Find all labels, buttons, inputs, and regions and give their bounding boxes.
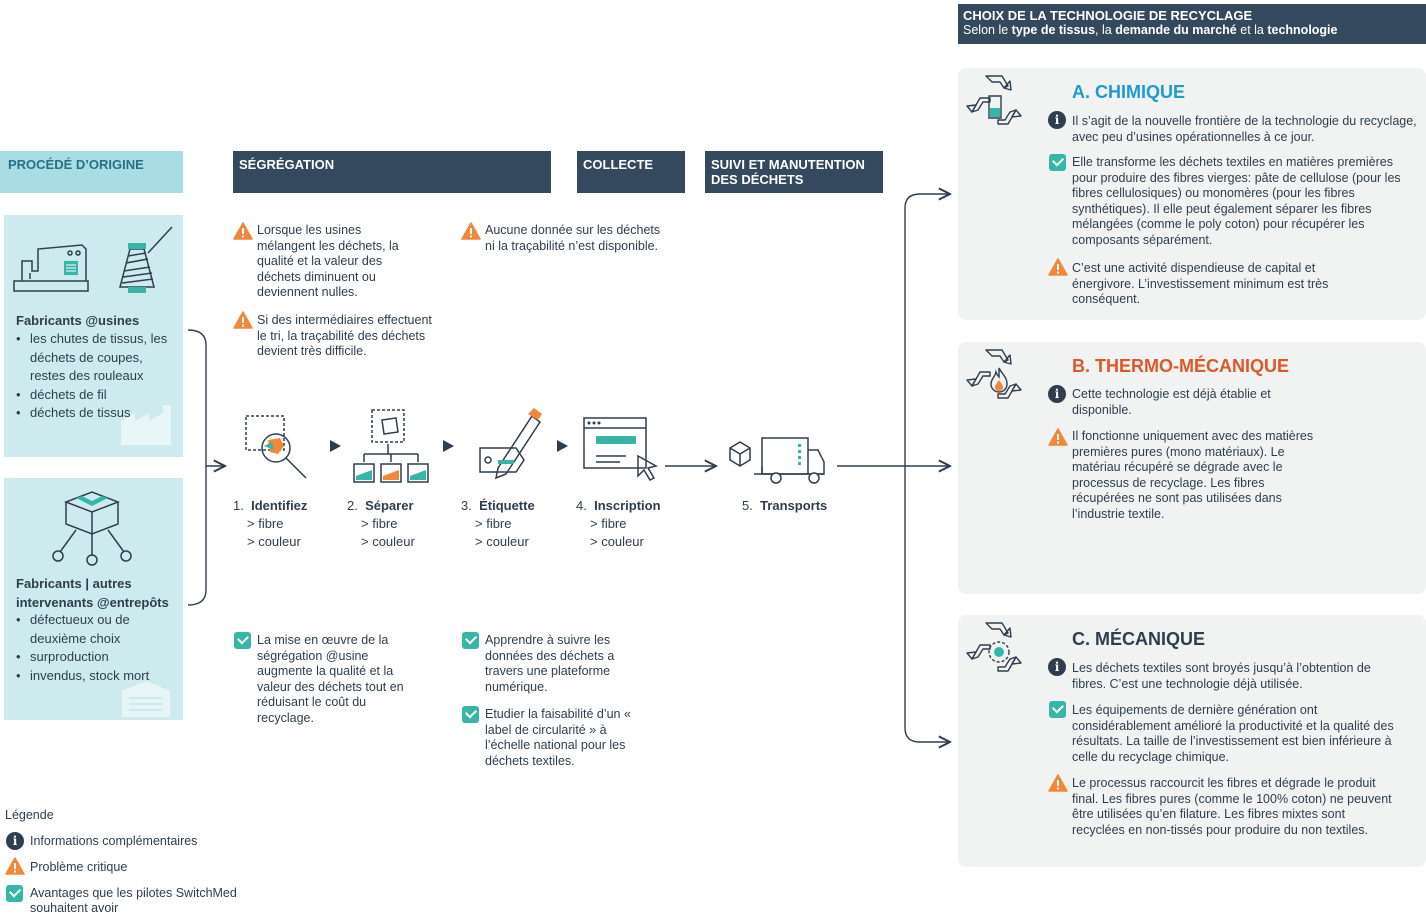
check-icon — [6, 885, 23, 902]
step-transport: 5. Transports — [742, 498, 828, 513]
collecte-benefit-2: Etudier la faisabilité d’un « label de c… — [485, 707, 631, 768]
warning-icon — [1048, 258, 1068, 276]
warning-icon — [233, 222, 253, 240]
collecte-header: COLLECTE — [577, 151, 685, 193]
magnifier-fabric-icon — [245, 415, 307, 479]
collecte-benefit-1: Apprendre à suivre les données des déche… — [485, 633, 615, 694]
chimique-warning: C’est une activité dispendieuse de capit… — [1072, 261, 1329, 306]
warehouse-watermark-icon — [120, 678, 172, 718]
segregation-warning-2: Si des intermédiaires effectuent le tri,… — [257, 313, 432, 358]
legend-benefit: Avantages que les pilotes SwitchMed souh… — [30, 886, 237, 915]
box-network-icon — [52, 491, 132, 566]
list-item: surproduction — [16, 648, 176, 667]
factory-list: les chutes de tissus, les déchets de cou… — [16, 330, 181, 423]
warning-icon — [233, 311, 253, 329]
step-register: 4. Inscription > fibre > couleur — [576, 498, 661, 549]
list-item: défectueux ou de deuxième choix — [16, 611, 176, 648]
choix-header: CHOIX DE LA TECHNOLOGIE DE RECYCLAGE Sel… — [958, 4, 1426, 44]
warehouse-list: défectueux ou de deuxième choix surprodu… — [16, 611, 176, 685]
list-item: invendus, stock mort — [16, 667, 176, 686]
warehouse-title: Fabricants | autres intervenants @entrep… — [16, 576, 169, 610]
tech-card-chimique: A. CHIMIQUE i Il s’agit de la nouvelle f… — [958, 68, 1426, 320]
mecanique-benefit: Les équipements de dernière génération o… — [1072, 703, 1394, 764]
step-separate: 2. Séparer > fibre > couleur — [347, 498, 415, 549]
segregation-warning-1: Lorsque les usines mélangent les déchets… — [257, 223, 399, 299]
segregation-benefit-1: La mise en œuvre de la ségrégation @usin… — [257, 633, 404, 725]
collecte-warning-1: Aucune donnée sur les déchets ni la traç… — [485, 223, 661, 253]
list-item: déchets de tissus — [16, 404, 181, 423]
info-icon: i — [1048, 658, 1066, 676]
flame-icon — [990, 367, 1008, 393]
flask-icon — [988, 95, 1002, 119]
choix-subtitle: Selon le type de tissus, la demande du m… — [963, 23, 1338, 37]
step-identify: 1. Identifiez > fibre > couleur — [233, 498, 308, 549]
factory-title: Fabricants @usines — [16, 313, 140, 328]
tech-title-thermo: B. THERMO-MÉCANIQUE — [1072, 356, 1289, 376]
warning-icon — [1048, 774, 1068, 792]
info-icon: i — [6, 832, 24, 850]
mecanique-warning: Le processus raccourcit les fibres et dé… — [1072, 776, 1392, 837]
info-icon: i — [1048, 111, 1066, 129]
sorting-icon — [353, 409, 429, 483]
list-item: déchets de fil — [16, 386, 181, 405]
check-icon — [462, 632, 479, 649]
warning-icon — [1048, 428, 1068, 446]
thermo-info: Cette technologie est déjà établie et di… — [1072, 387, 1271, 417]
legend-info: Informations complémentaires — [30, 834, 198, 848]
check-icon — [462, 706, 479, 723]
thermo-warning: Il fonctionne uniquement avec des matièr… — [1072, 429, 1314, 521]
suivi-header: SUIVI ET MANUTENTION DES DÉCHETS — [705, 151, 883, 193]
tech-title-chimique: A. CHIMIQUE — [1072, 82, 1186, 102]
chimique-info: Il s’agit de la nouvelle frontière de la… — [1072, 114, 1417, 144]
tech-title-mecanique: C. MÉCANIQUE — [1072, 629, 1206, 649]
tech-card-thermo: B. THERMO-MÉCANIQUE i Cette technologie … — [958, 342, 1426, 594]
origin-header: PROCÉDÉ D’ORIGINE — [0, 151, 183, 193]
label-pen-icon — [479, 408, 542, 480]
warning-icon — [461, 222, 481, 240]
delivery-truck-icon — [729, 437, 825, 484]
chimique-benefit: Elle transforme les déchets textiles en … — [1072, 155, 1401, 247]
check-icon — [1049, 701, 1066, 718]
check-icon — [234, 632, 251, 649]
saw-blade-icon — [988, 641, 1010, 663]
warehouse-box: Fabricants | autres intervenants @entrep… — [4, 478, 183, 720]
info-icon: i — [1048, 385, 1066, 403]
factory-box: Fabricants @usines les chutes de tissus,… — [4, 215, 183, 457]
choix-title: CHOIX DE LA TECHNOLOGIE DE RECYCLAGE — [963, 8, 1253, 23]
mecanique-info: Les déchets textiles sont broyés jusqu’à… — [1072, 661, 1371, 691]
legend-title: Légende — [5, 808, 54, 822]
warning-icon — [5, 857, 25, 875]
web-form-icon — [583, 417, 659, 481]
check-icon — [1049, 154, 1066, 171]
segregation-header: SÉGRÉGATION — [233, 151, 551, 193]
tech-card-mecanique: C. MÉCANIQUE i Les déchets textiles sont… — [958, 615, 1426, 867]
sewing-machine-icon — [13, 244, 89, 292]
legend-warning: Problème critique — [30, 860, 128, 874]
list-item: les chutes de tissus, les déchets de cou… — [16, 330, 181, 386]
step-label: 3. Étiquette > fibre > couleur — [461, 498, 535, 549]
thread-spool-icon — [119, 226, 173, 293]
